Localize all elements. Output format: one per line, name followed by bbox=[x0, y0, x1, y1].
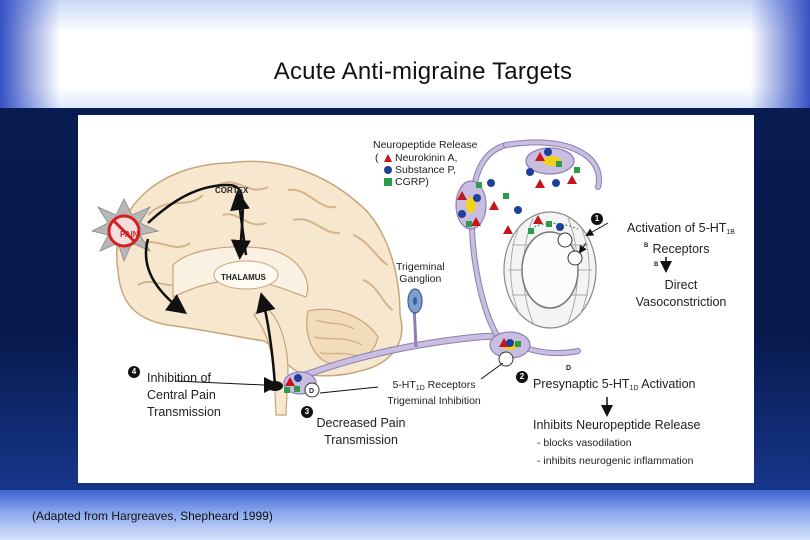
target-2-bullet-1: - blocks vasodilation bbox=[537, 437, 632, 449]
target-2-number: 2 bbox=[516, 371, 528, 383]
neuropeptide-heading: Neuropeptide Release bbox=[373, 139, 478, 151]
neuropeptide-markers bbox=[284, 148, 580, 393]
diagram-panel: Neuropeptide Release ( Neurokinin A, Sub… bbox=[78, 115, 754, 483]
target-2-text: Presynaptic 5-HT1D Activation bbox=[533, 377, 696, 392]
receptor-d-peripheral: D bbox=[566, 365, 572, 372]
legend-substance-p: Substance P, bbox=[384, 164, 456, 176]
brain-illustration bbox=[116, 160, 403, 416]
pain-starburst bbox=[90, 198, 160, 263]
citation-footer: (Adapted from Hargreaves, Shepheard 1999… bbox=[32, 509, 273, 523]
target-4-number: 4 bbox=[128, 366, 140, 378]
receptor-d-central: D bbox=[309, 388, 315, 395]
triangle-marker-icon bbox=[384, 154, 392, 162]
cortex-label: CORTEX bbox=[215, 186, 249, 195]
slide-title: Acute Anti-migraine Targets bbox=[273, 58, 573, 85]
pain-pathway-arrows bbox=[144, 183, 672, 417]
neuropeptide-open-paren: ( bbox=[375, 152, 379, 164]
circle-marker-icon bbox=[384, 166, 392, 174]
receptor-b-upper: B bbox=[644, 243, 649, 249]
title-band bbox=[0, 0, 810, 108]
diagram-drawing bbox=[90, 139, 672, 417]
footer-band bbox=[0, 490, 810, 540]
target-2-bullet-2: - inhibits neurogenic inflammation bbox=[537, 455, 694, 467]
pain-label: PAIN bbox=[120, 230, 139, 239]
target-2-result: Inhibits Neuropeptide Release bbox=[533, 418, 701, 432]
thalamus-label: THALAMUS bbox=[221, 273, 266, 282]
target-1-number: 1 bbox=[591, 213, 603, 225]
blood-vessel bbox=[503, 211, 597, 329]
legend-cgrp: CGRP) bbox=[384, 176, 429, 188]
legend-neurokinin: Neurokinin A, bbox=[384, 152, 457, 164]
square-marker-icon bbox=[384, 178, 392, 186]
receptor-b-lower: B bbox=[654, 262, 659, 268]
target-3-number: 3 bbox=[301, 406, 313, 418]
presynaptic-receptors bbox=[304, 351, 514, 398]
